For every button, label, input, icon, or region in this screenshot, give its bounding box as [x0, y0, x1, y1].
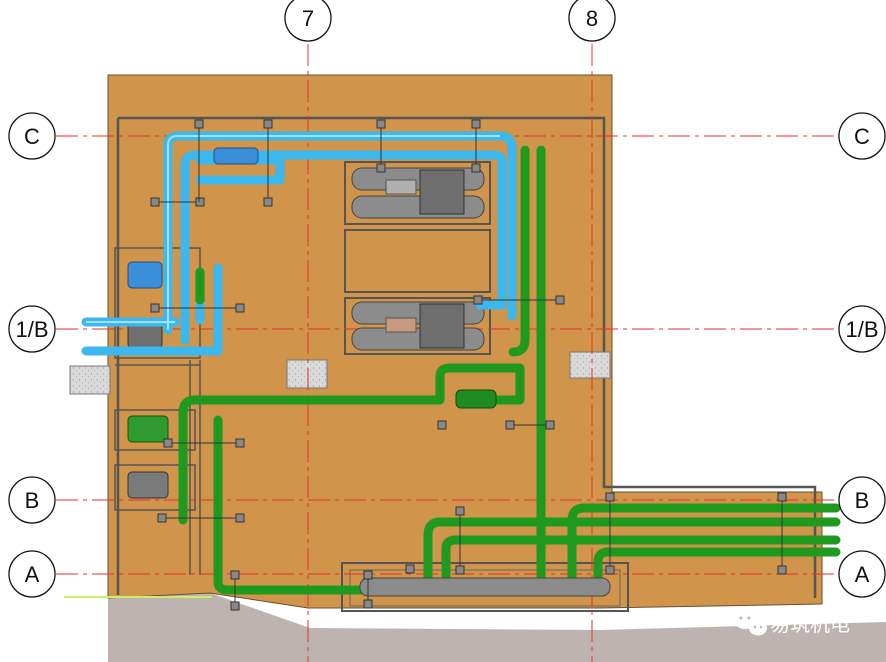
grid-bubble-7: 7 [284, 0, 332, 42]
grid-bubble-a-right: A [838, 550, 886, 598]
pump-cooling-water [127, 415, 169, 499]
concrete-block [69, 365, 111, 395]
chilled-water-pipe-highlights [86, 135, 500, 330]
watermark-text: 易筑机电 [770, 612, 850, 636]
concrete-block [569, 351, 611, 379]
watermark: 易筑机电 [734, 611, 850, 636]
concrete-block [286, 359, 328, 389]
chiller-upper [351, 167, 485, 219]
cooling-water-manifold [359, 577, 611, 597]
wechat-icon [734, 611, 767, 636]
chiller-lower [351, 301, 485, 351]
svg-text:B: B [25, 488, 40, 513]
svg-text:1/B: 1/B [15, 317, 48, 342]
svg-text:C: C [24, 124, 40, 149]
pipe-supports [150, 119, 787, 611]
grid-bubble-c-left: C [8, 112, 56, 160]
grid-bubble-b-right: B [838, 476, 886, 524]
grid-label-7: 7 [302, 6, 314, 31]
svg-text:A: A [25, 562, 40, 587]
chiller-pads [344, 161, 491, 355]
grid-bubble-1b-right: 1/B [838, 305, 886, 353]
svg-text:C: C [854, 124, 870, 149]
svg-text:1/B: 1/B [845, 317, 878, 342]
grid-bubble-b-left: B [8, 476, 56, 524]
grid-label-8: 8 [586, 6, 598, 31]
pump-chilled-water [127, 261, 163, 349]
svg-text:B: B [855, 488, 870, 513]
grid-bubble-a-left: A [8, 550, 56, 598]
grid-bubble-8: 8 [568, 0, 616, 42]
chilled-water-strainer [213, 147, 259, 165]
slab-edge [108, 593, 886, 662]
grid-bubble-1b-left: 1/B [8, 305, 56, 353]
cooling-water-strainer [455, 389, 497, 409]
grid-bubble-c-right: C [838, 112, 886, 160]
svg-text:A: A [855, 562, 870, 587]
